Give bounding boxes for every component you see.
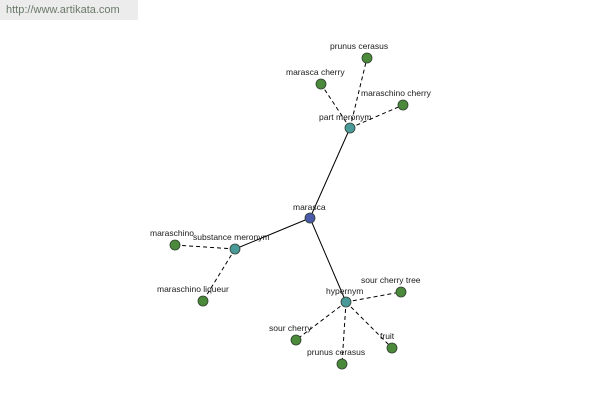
leaf-node-sour-cherry-tree[interactable] xyxy=(395,286,407,298)
leaf-node-prunus-cerasus-2[interactable] xyxy=(336,358,348,370)
leaf-label-sour-cherry-tree: sour cherry tree xyxy=(361,275,421,285)
relation-node-part-meronym[interactable] xyxy=(344,122,356,134)
relation-label-hypernym: hypernym xyxy=(326,286,363,296)
leaf-node-prunus-cerasus-1[interactable] xyxy=(361,52,373,64)
edge-hypernym-fruit xyxy=(345,301,393,349)
leaf-label-prunus-cerasus-1: prunus cerasus xyxy=(330,41,388,51)
leaf-label-marasca-cherry: marasca cherry xyxy=(286,67,345,77)
edge-root-substance-meronym xyxy=(234,217,311,250)
leaf-node-maraschino[interactable] xyxy=(169,239,181,251)
leaf-label-maraschino-liqueur: maraschino liqueur xyxy=(157,284,229,294)
relation-node-substance-meronym[interactable] xyxy=(229,243,241,255)
edge-part-meronym-marasca-cherry xyxy=(320,83,351,129)
edge-hypernym-sour-cherry xyxy=(295,301,347,341)
graph-labels: prunus cerasus marasca cherry maraschino c… xyxy=(150,41,432,357)
edge-substance-meronym-maraschino xyxy=(174,244,236,250)
leaf-label-prunus-cerasus-2: prunus cerasus xyxy=(307,347,365,357)
edge-hypernym-sour-cherry-tree xyxy=(345,291,402,303)
leaf-node-fruit[interactable] xyxy=(386,342,398,354)
root-node-marasca[interactable] xyxy=(304,212,316,224)
relation-label-substance-meronym: substance meronym xyxy=(193,232,270,242)
edge-part-meronym-prunus-cerasus-1 xyxy=(349,57,368,129)
edge-root-part-meronym xyxy=(309,127,351,219)
leaf-label-maraschino-cherry: maraschino cherry xyxy=(361,88,432,98)
edge-substance-meronym-maraschino-liqueur xyxy=(202,248,236,302)
edge-root-hypernym xyxy=(309,217,347,303)
edge-hypernym-prunus-cerasus-2 xyxy=(341,301,347,365)
relation-node-hypernym[interactable] xyxy=(340,296,352,308)
leaf-label-maraschino: maraschino xyxy=(150,228,194,238)
relation-label-part-meronym: part meronym xyxy=(319,112,371,122)
watermark-url: http://www.artikata.com xyxy=(0,0,138,20)
leaf-node-maraschino-cherry[interactable] xyxy=(397,99,409,111)
leaf-node-sour-cherry[interactable] xyxy=(290,334,302,346)
leaf-label-fruit: fruit xyxy=(380,331,395,341)
leaf-node-marasca-cherry[interactable] xyxy=(315,78,327,90)
leaf-node-maraschino-liqueur[interactable] xyxy=(197,295,209,307)
graph-edges xyxy=(174,57,404,365)
edge-part-meronym-maraschino-cherry xyxy=(349,104,404,129)
graph-nodes xyxy=(169,52,409,370)
root-label-marasca: marasca xyxy=(293,202,326,212)
leaf-label-sour-cherry: sour cherry xyxy=(269,323,312,333)
